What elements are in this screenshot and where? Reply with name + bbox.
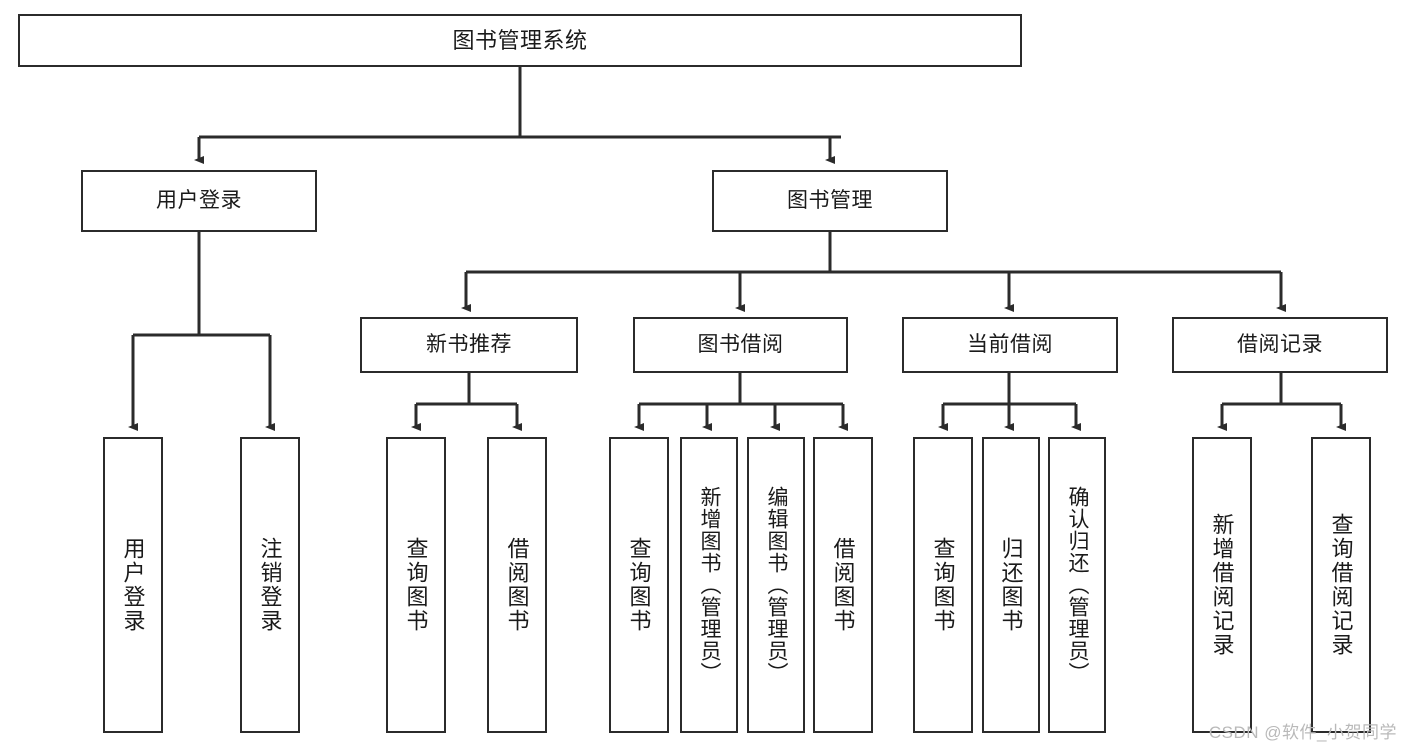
node-label: 借阅记录	[1237, 332, 1323, 356]
node-label: 借阅图书	[830, 537, 856, 633]
node-label: 当前借阅	[967, 332, 1053, 356]
leaf-borrow-record-add-record[interactable]: 新增借阅记录	[1192, 437, 1252, 733]
leaf-user-login-login[interactable]: 用户登录	[103, 437, 163, 733]
leaf-book-borrow-borrow-book[interactable]: 借阅图书	[813, 437, 873, 733]
node-label: 图书管理系统	[452, 27, 588, 53]
watermark-text: CSDN @软件_小贺同学	[1208, 723, 1397, 742]
leaf-current-borrow-confirm-return-admin[interactable]: 确认归还（管理员）	[1048, 437, 1106, 733]
leaf-new-book-query-book[interactable]: 查询图书	[386, 437, 446, 733]
node-book-management[interactable]: 图书管理	[712, 170, 948, 232]
node-label: 新书推荐	[426, 332, 512, 356]
node-user-login[interactable]: 用户登录	[81, 170, 317, 232]
node-label: 用户登录	[156, 188, 242, 212]
node-current-borrow[interactable]: 当前借阅	[902, 317, 1118, 373]
node-new-book-recommendation[interactable]: 新书推荐	[360, 317, 578, 373]
node-label: 用户登录	[120, 537, 146, 633]
leaf-new-book-borrow-book[interactable]: 借阅图书	[487, 437, 547, 733]
leaf-book-borrow-query-book[interactable]: 查询图书	[609, 437, 669, 733]
node-book-borrow[interactable]: 图书借阅	[633, 317, 848, 373]
node-label: 编辑图书（管理员）	[765, 486, 789, 684]
node-label: 查询图书	[930, 537, 956, 633]
leaf-borrow-record-query-record[interactable]: 查询借阅记录	[1311, 437, 1371, 733]
node-label: 注销登录	[257, 537, 283, 633]
node-label: 查询图书	[403, 537, 429, 633]
node-label: 新增图书（管理员）	[698, 486, 722, 684]
leaf-book-borrow-add-book-admin[interactable]: 新增图书（管理员）	[680, 437, 738, 733]
node-borrow-record[interactable]: 借阅记录	[1172, 317, 1388, 373]
node-root-book-management-system[interactable]: 图书管理系统	[18, 14, 1022, 67]
leaf-current-borrow-query-book[interactable]: 查询图书	[913, 437, 973, 733]
node-label: 查询图书	[626, 537, 652, 633]
node-label: 图书借阅	[697, 332, 784, 356]
node-label: 归还图书	[998, 537, 1024, 633]
node-label: 新增借阅记录	[1209, 513, 1235, 657]
leaf-current-borrow-return-book[interactable]: 归还图书	[982, 437, 1040, 733]
leaf-book-borrow-edit-book-admin[interactable]: 编辑图书（管理员）	[747, 437, 805, 733]
node-label: 查询借阅记录	[1328, 513, 1354, 657]
node-label: 借阅图书	[504, 537, 530, 633]
node-label: 图书管理	[787, 188, 873, 212]
node-label: 确认归还（管理员）	[1066, 486, 1090, 684]
leaf-user-login-logout[interactable]: 注销登录	[240, 437, 300, 733]
